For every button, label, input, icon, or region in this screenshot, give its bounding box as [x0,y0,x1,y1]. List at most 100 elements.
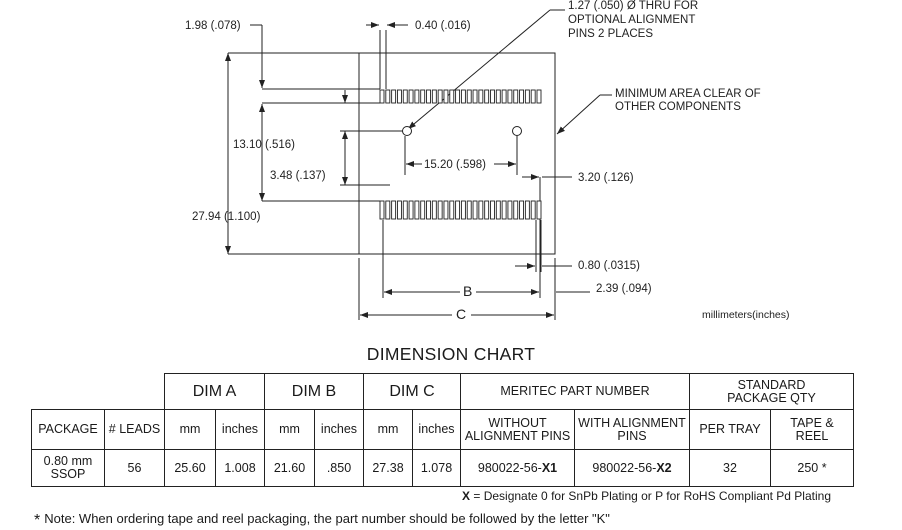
pin-pad [460,200,466,220]
dim-c-inches-header: inches [412,409,461,450]
dim-c-label: C [456,306,466,322]
per-tray-header: PER TRAY [689,409,771,450]
pin-pad [437,89,443,104]
dim-a-inches-cell: 1.008 [215,449,265,487]
dim-348-label: 3.48 (.137) [270,170,326,182]
with-line2: PINS [617,428,647,443]
dim-c-mm-header: mm [363,409,413,450]
pin-pad [449,89,455,104]
plating-text: = Designate 0 for SnPb Plating or P for … [470,489,831,503]
pin-pad [530,89,536,104]
pin-pad [472,89,478,104]
pin-row-bottom [379,200,542,220]
pin-pad [484,89,490,104]
pin-row-top [379,89,542,104]
table-row: 0.80 mm SSOP 56 25.60 1.008 21.60 .850 2… [31,449,854,487]
dim-080-label: 0.80 (.0315) [578,260,640,272]
package-line1: 0.80 mm [43,454,93,468]
dim-b-inches-cell: .850 [314,449,364,487]
pin-pad [513,89,519,104]
tape-reel-cell: 250 * [770,449,854,487]
pin-pad [501,89,507,104]
pn-with-suffix: X2 [656,460,672,475]
pin-pad [431,200,437,220]
pin-pad [466,200,472,220]
pin-pad [507,200,513,220]
pin-pad [501,200,507,220]
without-line1: WITHOUT [488,415,547,430]
pin-pad [536,200,542,220]
min-area-line2: OTHER COMPONENTS [615,101,741,113]
pin-pad [443,200,449,220]
pin-pad [443,89,449,104]
pin-pad [449,200,455,220]
dim-239-label: 2.39 (.094) [596,283,652,295]
pin-pad [420,89,426,104]
dim-b-header: DIM B [264,373,364,410]
dim-c-mm-cell: 27.38 [363,449,413,487]
asterisk-mark: * [34,512,41,529]
package-line2: SSOP [50,467,86,481]
standard-qty-line2: PACKAGE QTY [727,390,816,405]
part-number-header: MERITEC PART NUMBER [460,373,690,410]
pin-pad [466,89,472,104]
pin-pad [420,200,426,220]
tape-reel-header: TAPE & REEL [770,409,854,450]
dim-a-mm-header: mm [164,409,216,450]
pin-pad [414,89,420,104]
tape-reel-note-text: Note: When ordering tape and reel packag… [44,511,610,526]
dim-1520-label: 15.20 (.598) [424,159,486,171]
pin-pad [414,200,420,220]
note-127-line3: PINS 2 PLACES [568,28,653,40]
without-line2: ALIGNMENT PINS [464,428,571,443]
x-mark: X [462,489,471,503]
pin-pad [472,200,478,220]
pin-pad [519,200,525,220]
dim-320-label: 3.20 (.126) [578,172,634,184]
pin-pad [426,89,431,104]
note-127-line1: 1.27 (.050) Ø THRU FOR [568,0,698,12]
standard-qty-line1: STANDARD [737,377,806,392]
table-row: DIM A DIM B DIM C MERITEC PART NUMBER ST… [32,373,854,410]
pin-pad [431,89,437,104]
dim-c-header: DIM C [363,373,461,410]
pin-pad [495,89,501,104]
dim-a-mm-cell: 25.60 [164,449,216,487]
pn-with-prefix: 980022-56- [592,460,657,475]
package-header: PACKAGE [31,409,105,450]
alignment-hole-right [512,126,522,136]
footprint-drawing: 1.98 (.078) 0.40 (.016) 1.27 (.050) Ø TH… [185,0,790,322]
plating-note: X = Designate 0 for SnPb Plating or P fo… [462,489,831,503]
leads-cell: 56 [104,449,165,487]
dim-2794-label: 27.94 (1.100) [192,211,261,223]
pin-pad [519,89,525,104]
leads-header: # LEADS [104,409,165,450]
standard-qty-header: STANDARD PACKAGE QTY [689,373,854,410]
dim-a-header: DIM A [164,373,265,410]
dimension-table: DIM A DIM B DIM C MERITEC PART NUMBER ST… [31,373,854,487]
pin-pad [455,89,461,104]
note-127-line2: OPTIONAL ALIGNMENT [568,14,695,26]
dim-c-inches-cell: 1.078 [412,449,461,487]
pin-pad [513,200,519,220]
pin-pad [402,89,408,104]
dim-b-mm-header: mm [264,409,315,450]
min-area-line1: MINIMUM AREA CLEAR OF [615,88,761,100]
pin-pad [402,200,408,220]
tape-line2: REEL [795,428,829,443]
pin-pad [524,200,530,220]
alignment-hole-left [402,126,412,136]
dim-040-label: 0.40 (.016) [415,20,471,32]
dim-b-label: B [463,283,472,299]
pn-with-cell: 980022-56-X2 [574,449,690,487]
pin-pad [426,200,431,220]
clear-area-outline [358,52,556,255]
tape-line1: TAPE & [790,415,834,430]
pin-pad [437,200,443,220]
pin-pad [478,200,484,220]
pin-pad [385,200,391,220]
with-pins-header: WITH ALIGNMENT PINS [574,409,690,450]
dim-b-inches-header: inches [314,409,364,450]
pin-pad [478,89,484,104]
units-label: millimeters(inches) [702,309,790,321]
